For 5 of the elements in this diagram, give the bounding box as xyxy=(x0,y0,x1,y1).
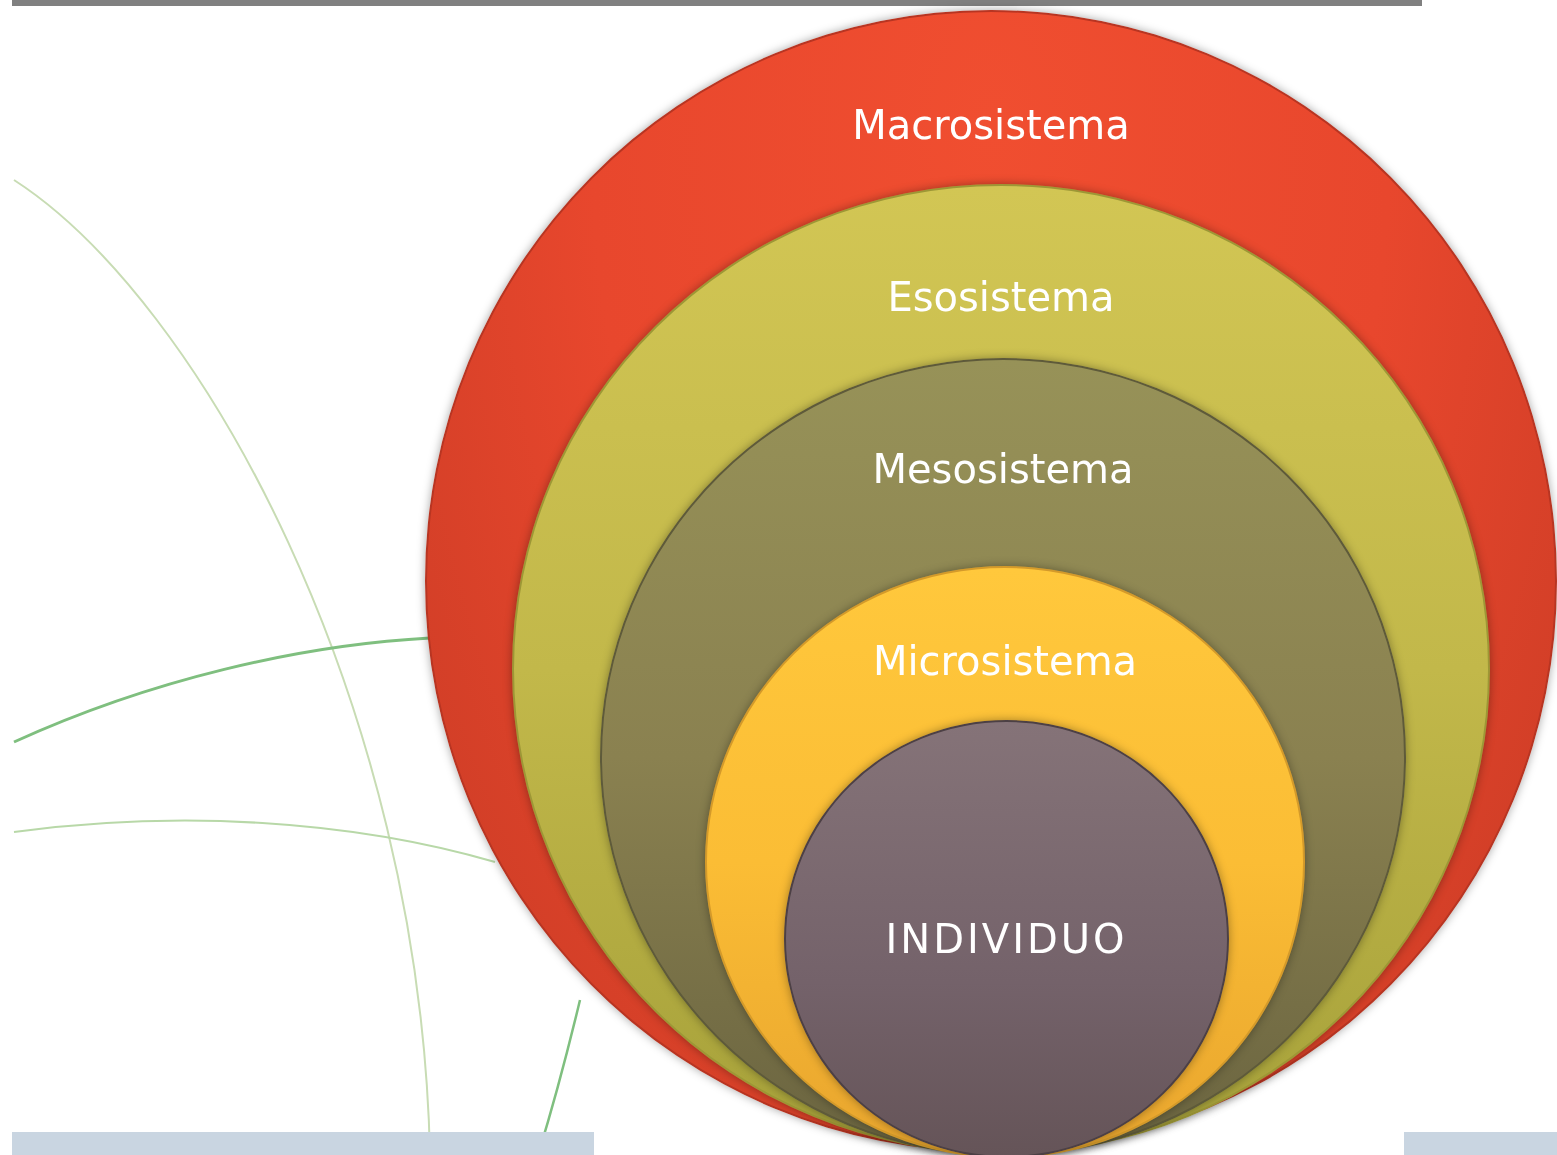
circle-label: Mesosistema xyxy=(871,446,1135,492)
circle-label: Macrosistema xyxy=(851,102,1131,148)
circle-label: INDIVIDUO xyxy=(884,916,1129,962)
circle-label: Microsistema xyxy=(871,638,1139,684)
circle-label: Esosistema xyxy=(886,274,1116,320)
